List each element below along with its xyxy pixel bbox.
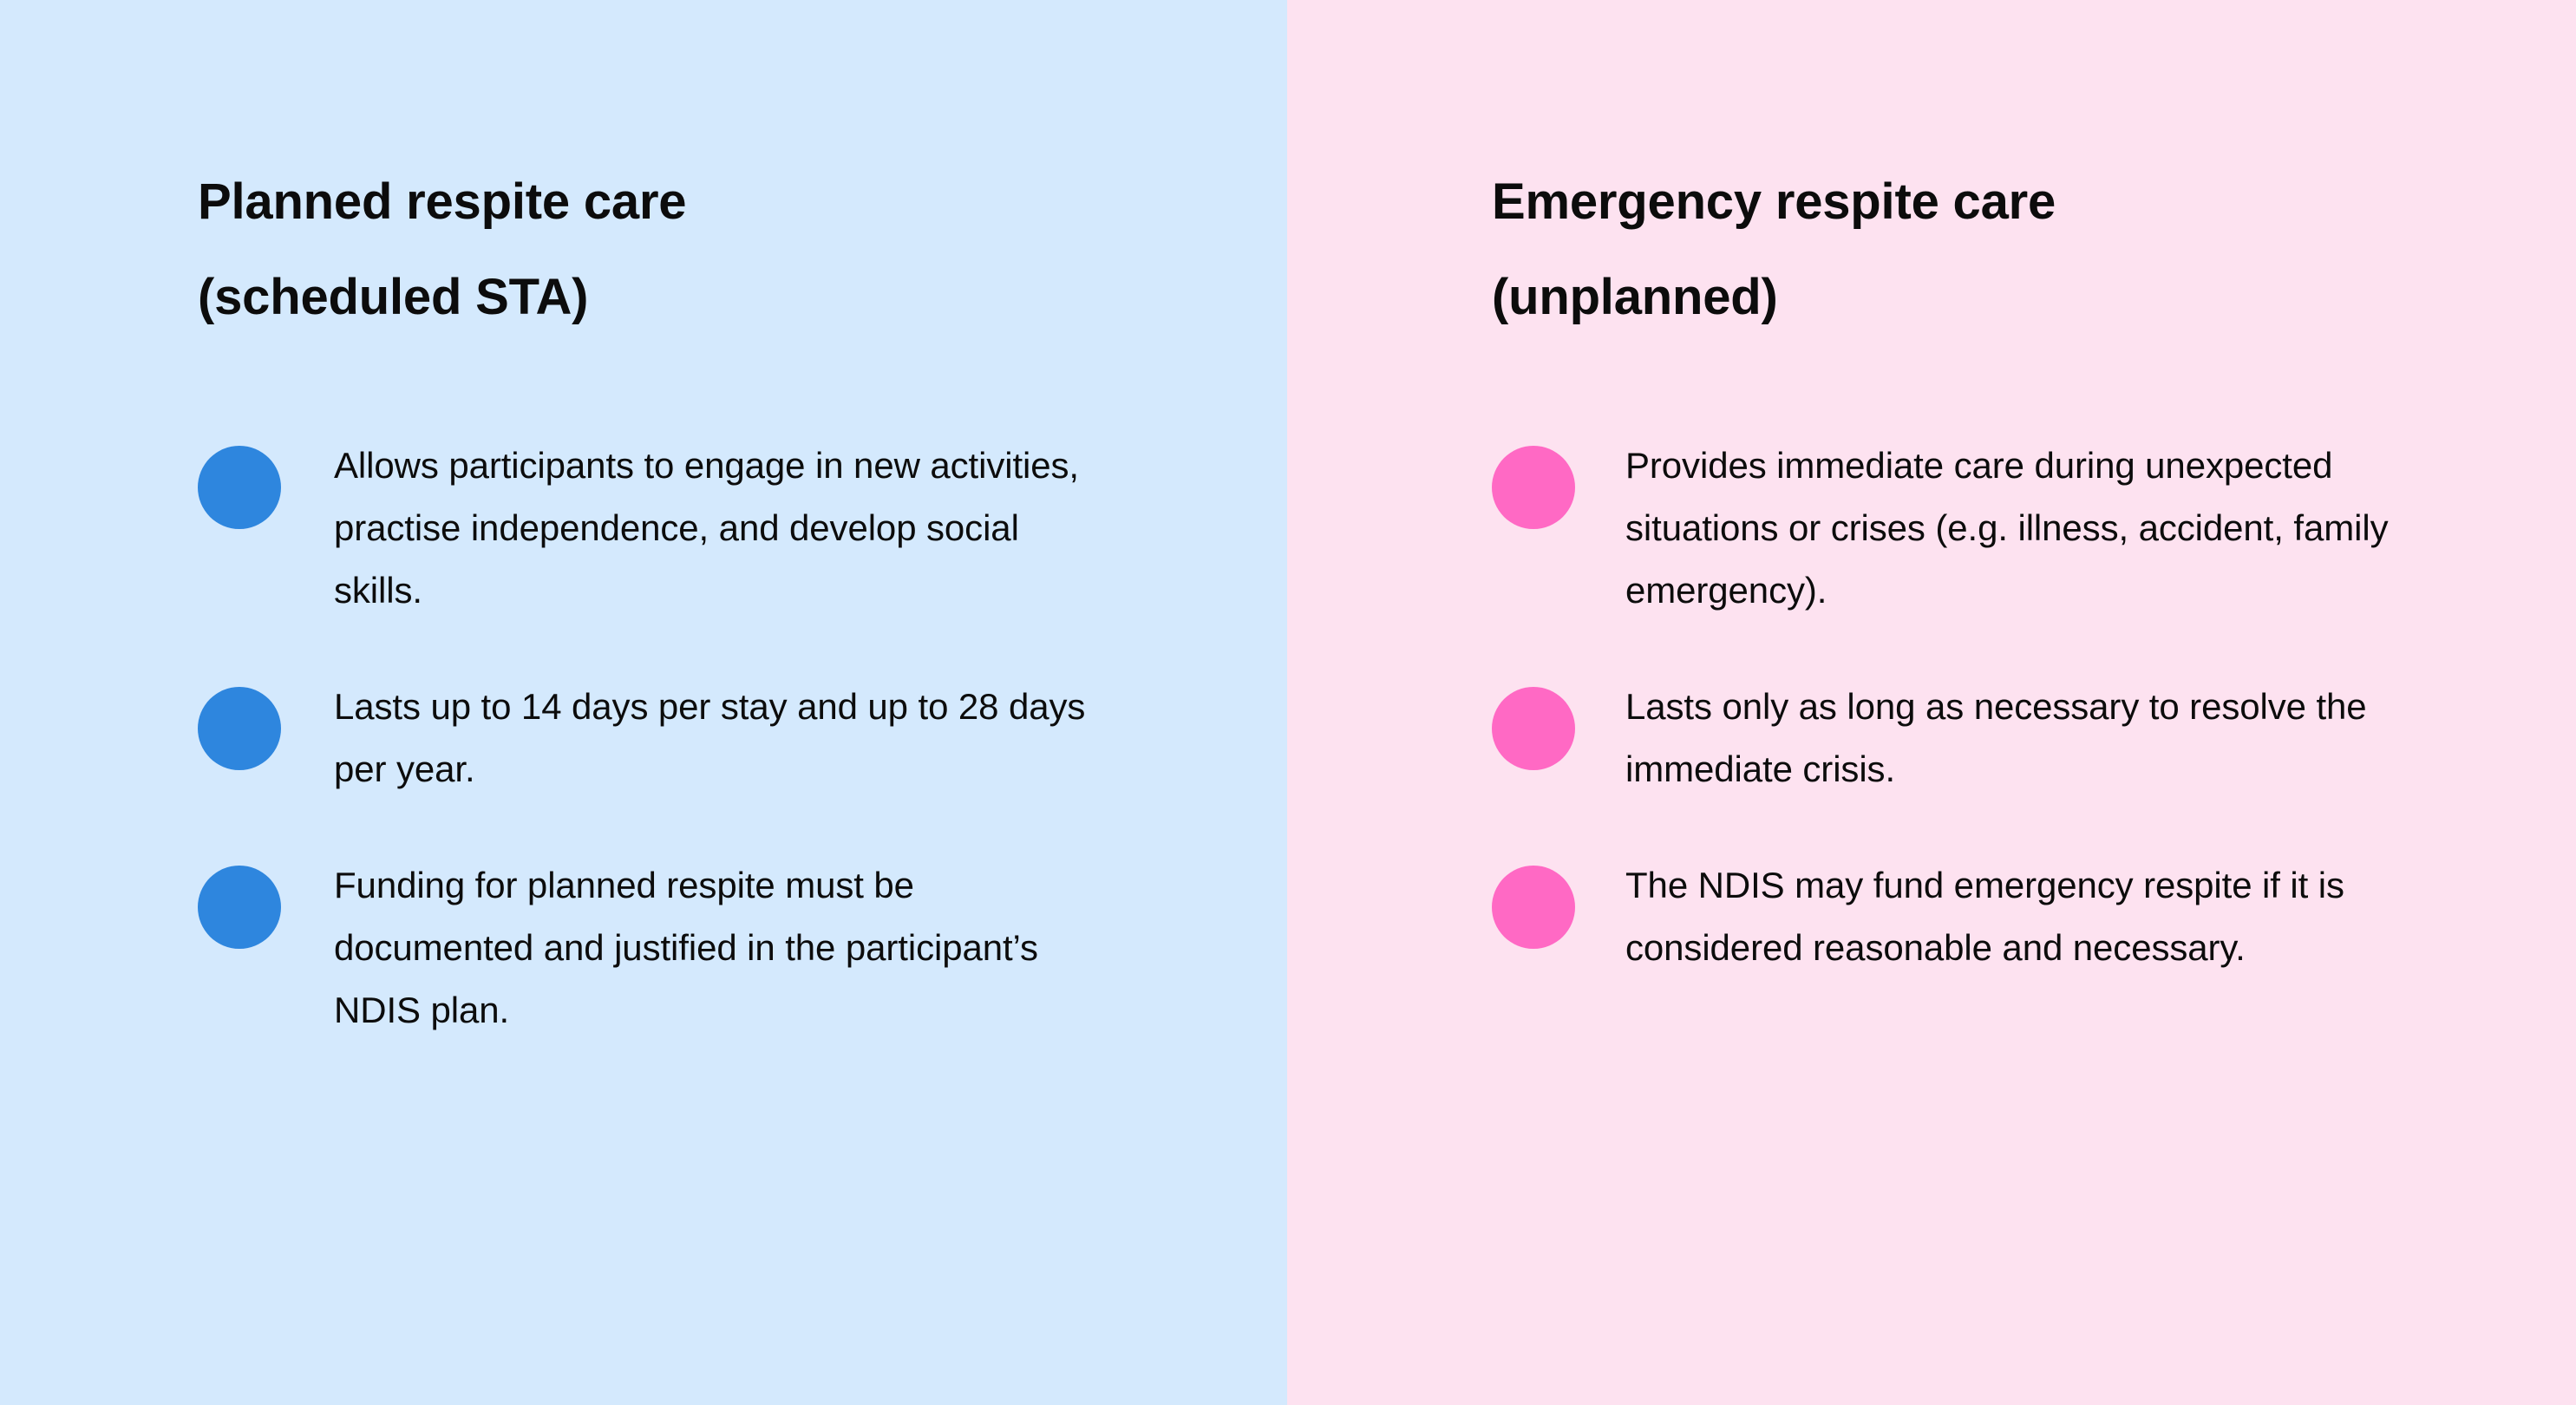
list-item-text: Lasts up to 14 days per stay and up to 2…	[334, 686, 1086, 789]
list-item: Allows participants to engage in new act…	[198, 435, 1183, 622]
bullet-dot-icon	[198, 446, 281, 529]
list-item: Lasts only as long as necessary to resol…	[1492, 676, 2472, 801]
list-item-text: Provides immediate care during unexpecte…	[1625, 445, 2389, 611]
bullet-dot-icon	[198, 687, 281, 770]
bullet-dot-icon	[1492, 446, 1575, 529]
list-item-text: Lasts only as long as necessary to resol…	[1625, 686, 2367, 789]
list-item-text: Funding for planned respite must be docu…	[334, 865, 1038, 1030]
emergency-respite-bullet-list: Provides immediate care during unexpecte…	[1492, 435, 2472, 979]
list-item-text: Allows participants to engage in new act…	[334, 445, 1079, 611]
bullet-dot-icon	[1492, 687, 1575, 770]
planned-respite-panel: Planned respite care (scheduled STA) All…	[0, 0, 1287, 1405]
bullet-dot-icon	[198, 866, 281, 949]
planned-respite-bullet-list: Allows participants to engage in new act…	[198, 435, 1183, 1042]
list-item: Provides immediate care during unexpecte…	[1492, 435, 2472, 622]
list-item: Funding for planned respite must be docu…	[198, 854, 1183, 1042]
list-item-text: The NDIS may fund emergency respite if i…	[1625, 865, 2344, 968]
emergency-respite-heading: Emergency respite care (unplanned)	[1492, 173, 2056, 325]
planned-respite-heading: Planned respite care (scheduled STA)	[198, 173, 687, 325]
list-item: Lasts up to 14 days per stay and up to 2…	[198, 676, 1183, 801]
emergency-respite-panel: Emergency respite care (unplanned) Provi…	[1287, 0, 2576, 1405]
bullet-dot-icon	[1492, 866, 1575, 949]
list-item: The NDIS may fund emergency respite if i…	[1492, 854, 2472, 979]
